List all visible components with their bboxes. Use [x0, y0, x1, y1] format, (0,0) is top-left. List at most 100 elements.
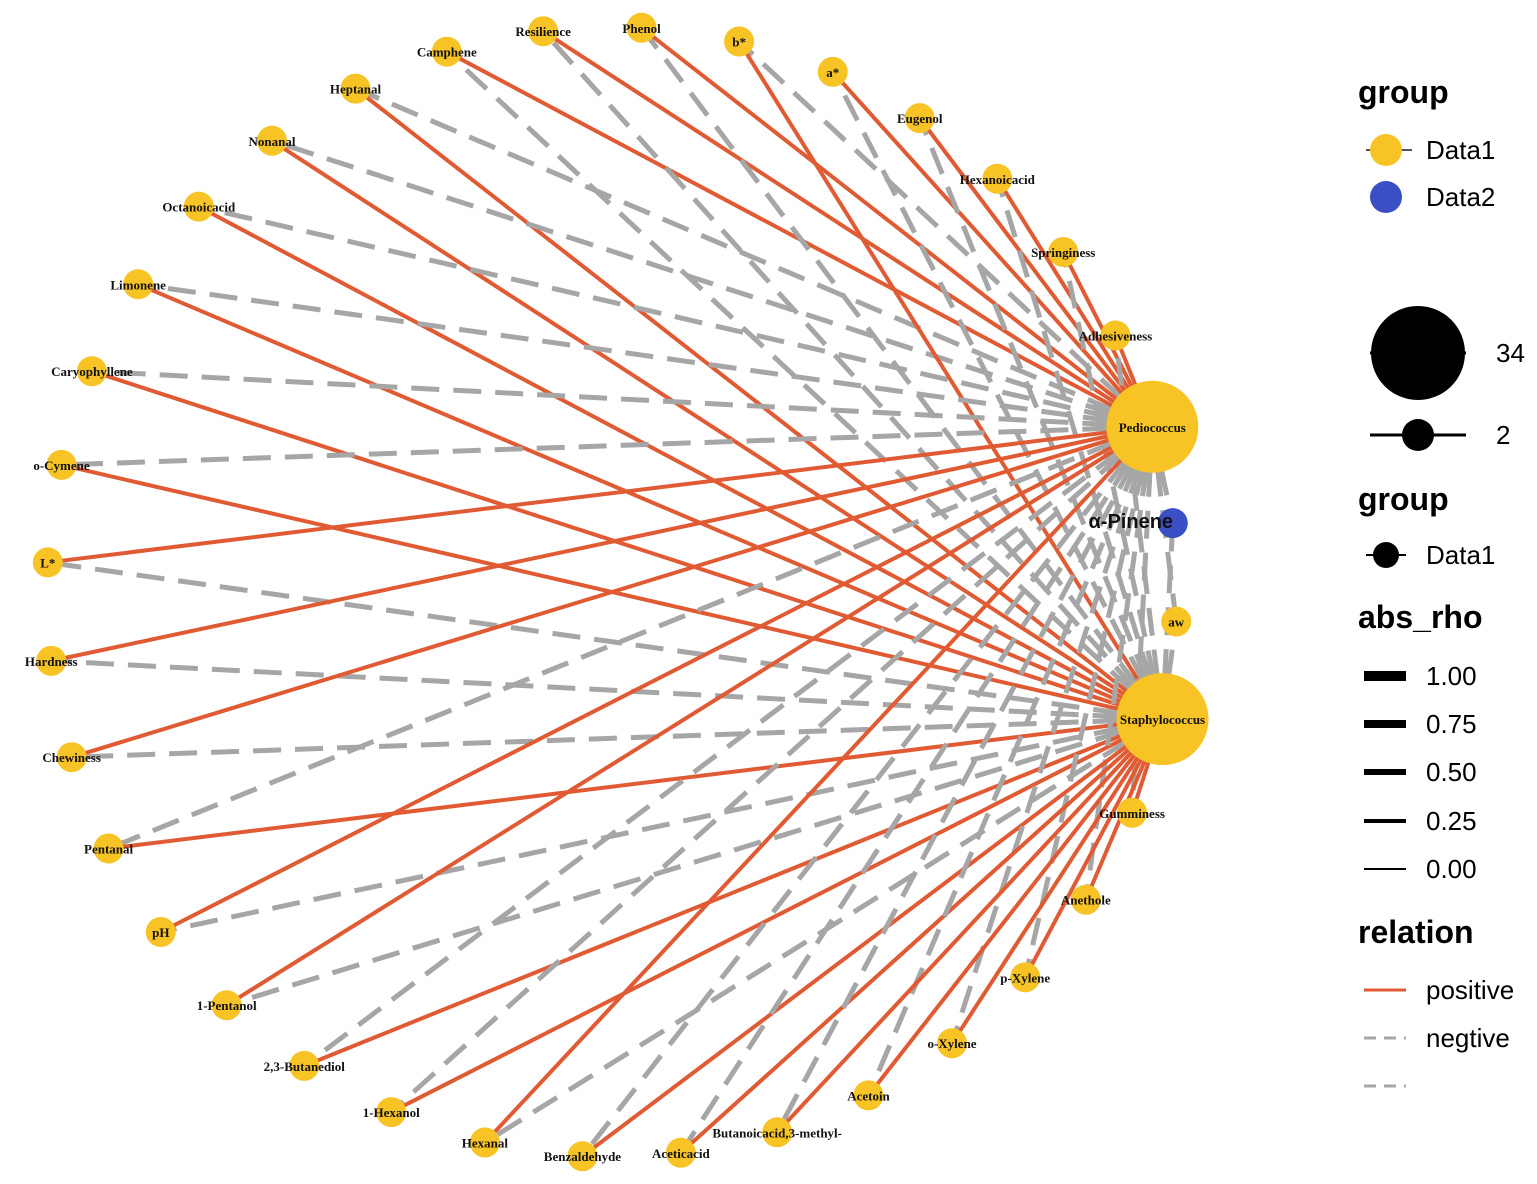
legend-group-item-label: Data2 [1426, 182, 1495, 212]
legend: group Data1 Data2 34 2 group Data1 [1358, 74, 1525, 1088]
legend-group2-item-data1: Data1 [1366, 540, 1495, 570]
node-circle [340, 73, 371, 104]
edge-negtive [61, 424, 1153, 468]
edge-positive [71, 424, 1153, 760]
node-circle [1117, 797, 1148, 828]
node-circle [1116, 673, 1209, 766]
node-label: Phenol [622, 21, 661, 36]
edge-negtive [1060, 251, 1165, 720]
edge-negtive [541, 29, 1165, 721]
node-resilience: Resilience [515, 16, 571, 47]
node-label: Butanoicacid,3-methyl- [712, 1125, 842, 1140]
node-label: α-Pinene [1089, 511, 1174, 533]
edge-positive [831, 70, 1154, 429]
node-label: a* [826, 65, 839, 80]
node-circle [762, 1117, 793, 1148]
node-label: Limonene [110, 277, 166, 292]
node-circle [32, 547, 63, 578]
legend-size-2: 2 [1370, 419, 1510, 451]
edge-positive [390, 717, 1164, 1114]
node-label: 2,3-Butanediol [264, 1059, 346, 1074]
node-circle [853, 1080, 884, 1111]
node-circle [93, 833, 124, 864]
legend-relation-label: positive [1426, 975, 1514, 1005]
edge-negtive [580, 425, 1155, 1158]
node-label: Pediococcus [1119, 420, 1186, 435]
legend-abs-rho-item: 0.75 [1364, 709, 1477, 739]
node-nonanal: Nonanal [248, 125, 296, 156]
node-label: o-Cymene [33, 458, 90, 473]
edge-negtive [271, 138, 1154, 430]
node-circle [665, 1137, 696, 1168]
node-b-: b* [724, 26, 755, 57]
node-circle [145, 917, 176, 948]
edge-negtive [160, 716, 1164, 935]
node-hexanoicacid: Hexanoicacid [960, 163, 1036, 194]
edge-negtive [389, 424, 1154, 1114]
node-label: L* [40, 555, 55, 570]
node-aceticacid: Aceticacid [652, 1137, 710, 1168]
edge-positive [159, 425, 1154, 934]
node-eugenol: Eugenol [897, 103, 943, 134]
node-label: Caryophyllene [51, 364, 133, 379]
edge-positive [866, 717, 1165, 1097]
node-circle [469, 1127, 500, 1158]
edge-positive [542, 29, 1154, 429]
legend-abs-rho-item: 1.00 [1364, 661, 1477, 691]
legend-abs-rho-item: 0.50 [1364, 757, 1477, 787]
node-heptanal: Heptanal [330, 73, 382, 104]
node-a-: a* [817, 56, 848, 87]
edge-positive [581, 717, 1164, 1158]
legend-abs-rho-label: 0.00 [1426, 854, 1477, 884]
node-circle [1010, 962, 1041, 993]
node-circle [211, 990, 242, 1021]
node-ph: pH [145, 917, 176, 948]
node-aw: aw [1161, 606, 1192, 637]
edge-negtive [107, 424, 1154, 851]
node-adhesiveness: Adhesiveness [1079, 320, 1153, 351]
legend-abs-rho-label: 0.50 [1426, 757, 1477, 787]
node-gumminess: Gumminess [1099, 797, 1165, 828]
node-circle [567, 1141, 598, 1172]
legend-abs-rho-item: 0.25 [1364, 806, 1477, 836]
node-p-xylene: p-Xylene [1000, 962, 1050, 993]
edge-positive [137, 282, 1164, 721]
legend-size-label: 2 [1496, 420, 1510, 450]
node-circle [528, 16, 559, 47]
node-limonene: Limonene [110, 269, 166, 300]
legend-data2-swatch [1370, 181, 1402, 213]
node-2-3-butanediol: 2,3-Butanediol [264, 1050, 346, 1081]
legend-abs-rho-label: 0.75 [1426, 709, 1477, 739]
node-circle [1070, 884, 1101, 915]
node-label: pH [152, 925, 169, 940]
edge-negtive [354, 86, 1154, 430]
node-staphylococcus: Staphylococcus [1116, 673, 1209, 766]
edge-positive [270, 139, 1164, 721]
legend-group-item-data2: Data2 [1370, 181, 1495, 213]
node-label: Hexanal [462, 1136, 509, 1151]
legend-size-circle-small [1402, 419, 1434, 451]
node-l-: L* [32, 547, 63, 578]
edge-positive [47, 424, 1153, 565]
node-label: Eugenol [897, 111, 943, 126]
node-circle [1157, 508, 1188, 539]
node-label: 1-Hexanol [363, 1105, 420, 1120]
edge-negtive [737, 39, 1155, 429]
node-circle [626, 12, 657, 43]
node-label: 1-Pentanol [197, 998, 257, 1013]
node-label: Benzaldehyde [544, 1149, 622, 1164]
node-label: Nonanal [248, 134, 295, 149]
edge-negtive [774, 425, 1155, 1134]
node-pentanal: Pentanal [84, 833, 134, 864]
node-circle [1048, 236, 1079, 267]
edge-negtive [830, 70, 1165, 721]
node-label: Pentanal [84, 842, 134, 857]
legend-group2-item-label: Data1 [1426, 540, 1495, 570]
legend-group2-swatch [1373, 542, 1399, 568]
node-label: Adhesiveness [1079, 328, 1153, 343]
legend-abs-rho-item: 0.00 [1364, 854, 1477, 884]
edge-negtive [225, 716, 1164, 1008]
edge-negtive [71, 716, 1163, 760]
node-circle [904, 103, 935, 134]
